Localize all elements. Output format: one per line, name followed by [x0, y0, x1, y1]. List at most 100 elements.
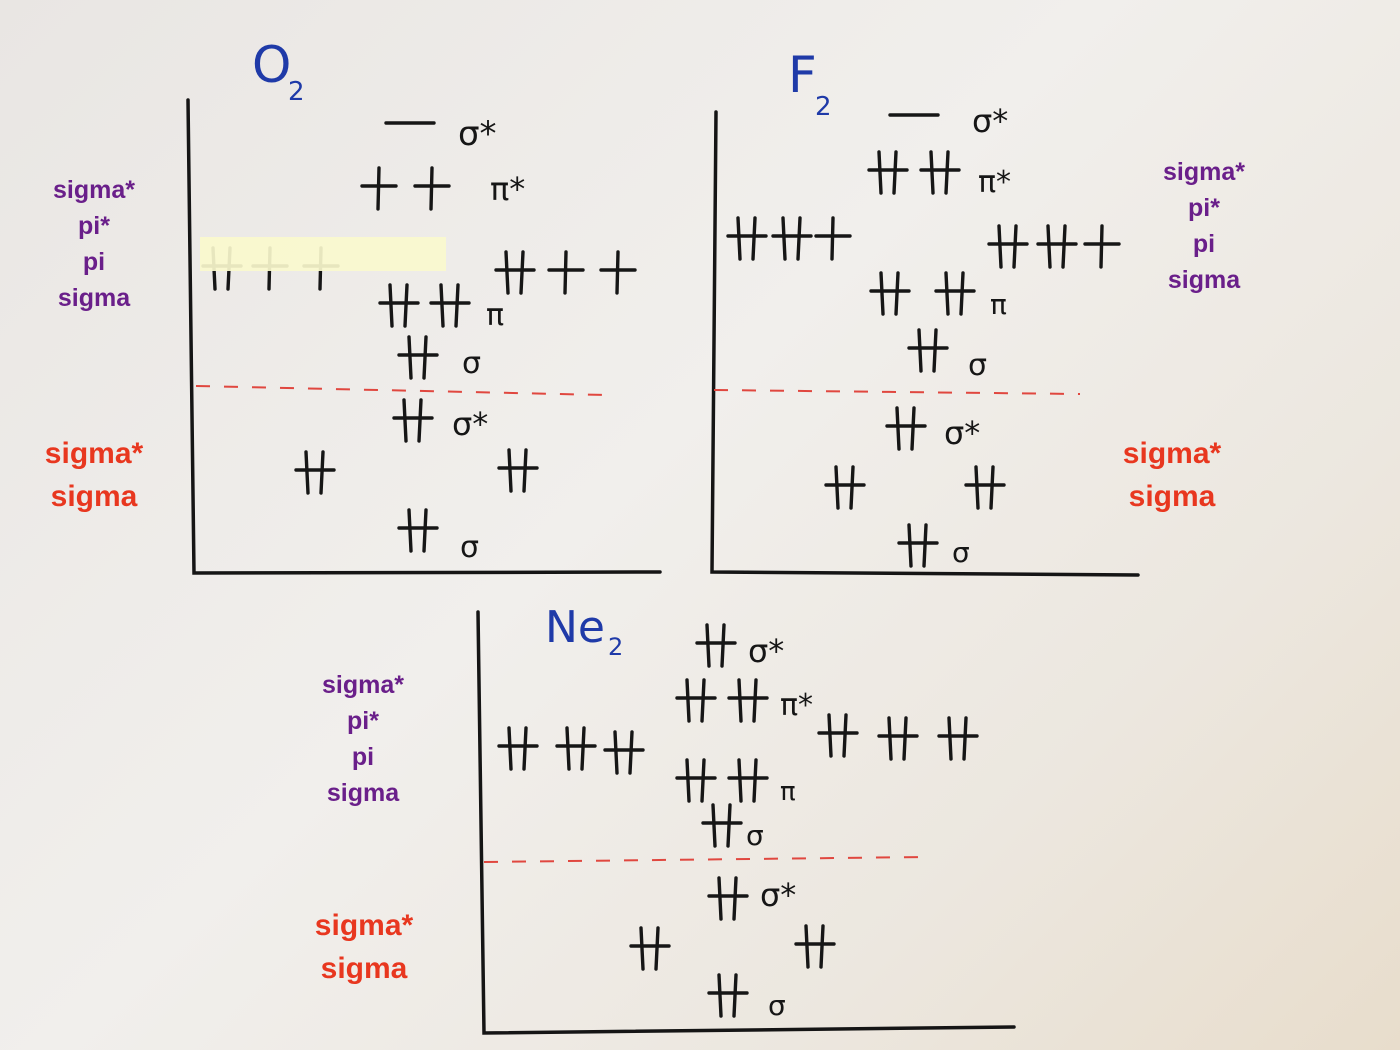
ne2-sigma-2p-pair: [701, 803, 743, 848]
f2-sigma-star-2s-pair: [885, 406, 927, 451]
o2-divider: [195, 385, 606, 396]
f2-right-2p-pair-2: [1036, 224, 1078, 269]
f2-right-2s-pair: [964, 465, 1006, 510]
ne2-label-sigma-star-2p: σ*: [748, 632, 784, 670]
o2-pi-star-electron-1: [360, 166, 398, 211]
f2-label-sigma-2p: σ: [968, 348, 987, 383]
o2-sigma-2p-pair: [397, 335, 439, 380]
ne2-core-notes: sigma* sigma: [284, 904, 444, 990]
ne2-pi-pair-1: [675, 758, 717, 803]
ne2-label-pi-star: π*: [780, 688, 813, 723]
ne2-sigma-star-2p-pair: [695, 623, 737, 668]
ne2-panel: Ne 2 σ* π* π σ σ* σ: [476, 602, 1016, 1035]
o2-note-sigma: sigma: [57, 284, 131, 312]
o2-title: O: [252, 36, 291, 94]
o2-valence-notes: sigma* pi* pi sigma: [24, 172, 164, 316]
f2-title-subscript: 2: [815, 92, 832, 122]
ne2-label-sigma-star-2s: σ*: [760, 876, 796, 914]
ne2-right-2p-pair-3: [937, 716, 979, 761]
f2-sigma-2s-pair: [897, 523, 939, 568]
ne2-note-pi: pi: [351, 743, 375, 771]
f2-left-2p-pair-1: [726, 216, 768, 261]
o2-axis: [186, 98, 662, 575]
o2-label-sigma-2s: σ: [460, 530, 479, 565]
o2-core-notes: sigma* sigma: [14, 432, 174, 518]
f2-left-2s-pair: [824, 465, 866, 510]
f2-core-notes: sigma* sigma: [1092, 432, 1252, 518]
f2-pi-star-pair-2: [919, 150, 961, 195]
f2-note-core-sigma-star: sigma*: [1122, 437, 1222, 470]
f2-pi-pair-2: [934, 271, 976, 316]
o2-pi-pair-2: [429, 283, 471, 328]
o2-panel: O 2 σ* π* π σ σ* σ: [186, 36, 662, 575]
o2-right-2p-up-1: [547, 250, 585, 295]
ne2-title-subscript: 2: [608, 633, 623, 661]
o2-title-subscript: 2: [288, 77, 305, 107]
f2-panel: F 2 σ* π* π σ σ* σ: [710, 46, 1140, 577]
f2-note-pi: pi: [1192, 230, 1216, 258]
f2-valence-notes: sigma* pi* pi sigma: [1134, 154, 1274, 298]
ne2-sigma-star-2s-pair: [707, 876, 749, 921]
ne2-left-2p-pair-1: [497, 726, 539, 771]
f2-left-2p-pair-2: [771, 216, 813, 261]
ne2-title: Ne: [545, 602, 605, 653]
ne2-note-sigma: sigma: [326, 779, 400, 807]
o2-note-core-sigma-star: sigma*: [44, 437, 144, 470]
o2-right-2p-up-2: [599, 250, 637, 295]
f2-divider: [713, 389, 1081, 395]
o2-pi-pair-1: [378, 283, 420, 328]
f2-sigma-2p-pair: [907, 328, 949, 373]
f2-right-2p-up: [1083, 224, 1121, 269]
o2-label-pi: π: [486, 298, 504, 333]
o2-label-pi-star: π*: [490, 170, 525, 208]
f2-note-core-sigma: sigma: [1128, 480, 1216, 513]
ne2-right-2s-pair: [794, 924, 836, 969]
ne2-label-pi: π: [780, 777, 796, 807]
ne2-left-2p-pair-3: [603, 730, 645, 775]
ne2-left-2p-pair-2: [555, 726, 597, 771]
o2-label-sigma-2p: σ: [462, 346, 481, 381]
ne2-note-core-sigma: sigma: [320, 952, 408, 985]
ne2-note-core-sigma-star: sigma*: [314, 909, 414, 942]
ne2-label-sigma-2p: σ: [746, 819, 764, 852]
f2-pi-pair-1: [869, 271, 911, 316]
f2-label-pi: π: [990, 288, 1007, 321]
o2-right-2p-pair: [494, 250, 536, 295]
f2-label-sigma-2s: σ: [952, 536, 970, 569]
f2-note-pi-star: pi*: [1188, 194, 1220, 222]
ne2-divider: [483, 856, 926, 863]
f2-axis: [710, 110, 1140, 577]
ne2-right-2p-pair-1: [817, 713, 859, 758]
o2-label-sigma-star-2s: σ*: [452, 405, 488, 443]
ne2-pi-star-pair-2: [727, 678, 769, 723]
f2-note-sigma-star: sigma*: [1163, 158, 1245, 186]
f2-right-2p-pair-1: [987, 224, 1029, 269]
f2-label-pi-star: π*: [978, 165, 1011, 200]
ne2-right-2p-pair-2: [877, 716, 919, 761]
ne2-valence-notes: sigma* pi* pi sigma: [293, 667, 433, 811]
ne2-note-sigma-star: sigma*: [322, 671, 404, 699]
o2-sigma-star-2s-pair: [392, 398, 434, 443]
f2-label-sigma-star-2p: σ*: [972, 102, 1008, 140]
f2-title: F: [788, 46, 817, 104]
ne2-note-pi-star: pi*: [347, 707, 379, 735]
ne2-label-sigma-2s: σ: [768, 989, 786, 1022]
o2-note-pi-star: pi*: [78, 212, 110, 240]
ne2-axis: [476, 610, 1016, 1035]
ne2-pi-pair-2: [727, 758, 769, 803]
correction-tape: [200, 237, 446, 271]
o2-note-core-sigma: sigma: [50, 480, 138, 513]
o2-label-sigma-star-2p: σ*: [458, 114, 497, 154]
o2-left-2s-pair: [294, 450, 336, 495]
ne2-pi-star-pair-1: [675, 678, 717, 723]
ne2-left-2s-pair: [629, 926, 671, 971]
o2-pi-star-electron-2: [413, 166, 451, 211]
ne2-sigma-2s-pair: [707, 973, 749, 1018]
f2-note-sigma: sigma: [1167, 266, 1241, 294]
o2-note-sigma-star: sigma*: [53, 176, 135, 204]
o2-sigma-2s-pair: [397, 508, 439, 553]
o2-right-2s-pair: [497, 448, 539, 493]
f2-left-2p-up: [814, 216, 852, 261]
o2-note-pi: pi: [82, 248, 106, 276]
